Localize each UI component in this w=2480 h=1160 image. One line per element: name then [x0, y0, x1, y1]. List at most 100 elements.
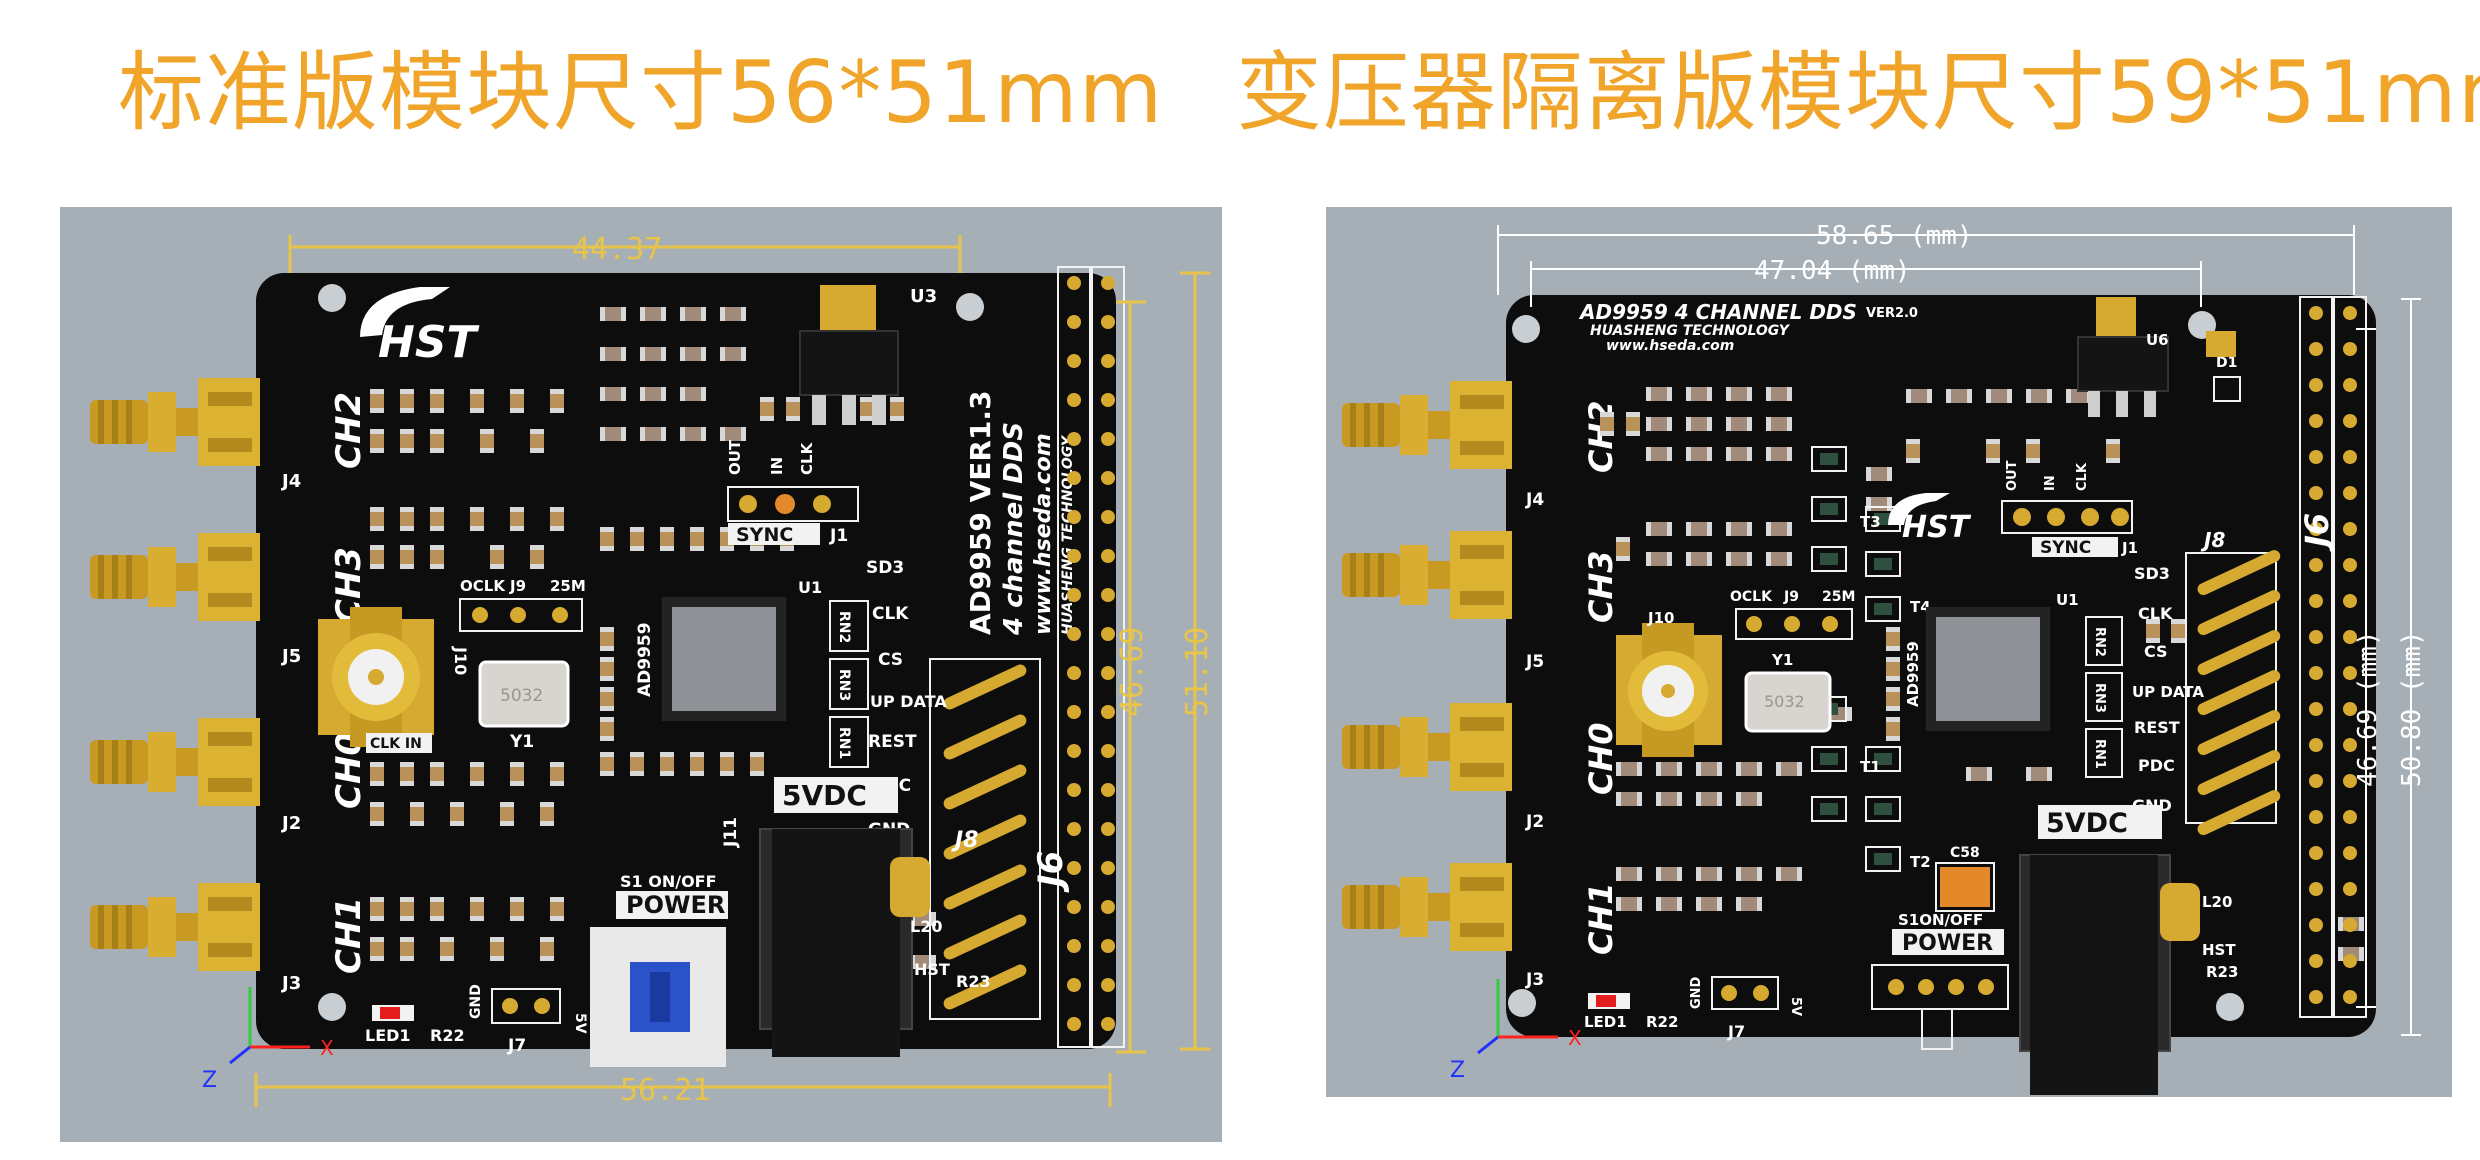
led1-indicator: LED1 R22: [1584, 993, 1678, 1031]
dim-outer-height: 51.10: [1180, 627, 1215, 717]
svg-text:GND: GND: [468, 984, 484, 1019]
svg-text:HST: HST: [914, 960, 950, 979]
dim-top-inner: 47.04 (mm): [1754, 256, 1911, 286]
power-switch-s1: S1 ON/OFF POWER: [590, 872, 728, 1067]
header-pin: [2309, 990, 2323, 1004]
header-pin: [2309, 414, 2323, 428]
header-pin: [2343, 486, 2357, 500]
sma-connector-ch3: [1342, 531, 1512, 619]
header-pin: [1067, 588, 1081, 602]
hst-logo: HST: [1888, 493, 1972, 545]
header-pin: [2343, 450, 2357, 464]
oclk-header-j9: OCLK J9 25M: [1730, 589, 1855, 640]
sma-connector-ch3: [90, 533, 260, 621]
dim-bottom-width: 56.21: [620, 1073, 710, 1108]
svg-text:J9: J9: [1783, 589, 1799, 605]
svg-text:4 channel DDS: 4 channel DDS: [999, 422, 1029, 636]
header-pin: [2309, 738, 2323, 752]
svg-text:POWER: POWER: [626, 891, 725, 919]
board-silkscreen-text: AD9959 VER1.3 4 channel DDS www.hseda.co…: [964, 390, 1076, 636]
resistor-networks: RN2 RN3 RN1: [829, 600, 869, 768]
header-pin: [2309, 954, 2323, 968]
j6-header: [1057, 266, 1125, 1048]
header-pin: [2343, 990, 2357, 1004]
header-pin: [1067, 978, 1081, 992]
svg-text:J11: J11: [721, 817, 741, 848]
dimension-lines: [1497, 225, 2421, 1036]
standard-board-render: HST CH2 CH3 CH0 CH1 J4 J5 J2 J3 U3: [60, 207, 1222, 1142]
svg-text:J8: J8: [2200, 528, 2225, 552]
svg-text:AD9959 VER1.3: AD9959 VER1.3: [964, 390, 997, 635]
svg-text:25M: 25M: [1822, 589, 1855, 605]
svg-text:LED1: LED1: [365, 1026, 411, 1045]
svg-text:SD3: SD3: [866, 558, 904, 578]
dim-top-outer: 58.65 (mm): [1816, 221, 1973, 251]
svg-text:UP DATA: UP DATA: [2132, 683, 2204, 701]
header-pin: [1101, 276, 1115, 290]
svg-text:CS: CS: [878, 650, 903, 670]
svg-text:J2: J2: [280, 813, 301, 834]
svg-text:Z: Z: [1450, 1058, 1465, 1083]
header-pin: [2309, 702, 2323, 716]
header-frame: [1057, 266, 1091, 1048]
header-pin: [1067, 939, 1081, 953]
dc-jack-j11: 5VDC: [2019, 805, 2200, 1095]
svg-text:SD3: SD3: [2134, 564, 2170, 583]
header-pin: [2343, 846, 2357, 860]
header-pin: [2309, 450, 2323, 464]
header-pin: [1101, 822, 1115, 836]
svg-text:5V: 5V: [572, 1013, 588, 1034]
svg-text:R22: R22: [1646, 1013, 1678, 1031]
svg-text:www.hseda.com: www.hseda.com: [1031, 433, 1056, 635]
header-frame: [1091, 266, 1125, 1048]
header-pin: [2309, 846, 2323, 860]
isolated-board-render: AD9959 4 CHANNEL DDS VER2.0 HUASHENG TEC…: [1326, 207, 2452, 1097]
ad9959-chip: AD9959 U1: [1904, 591, 2079, 731]
svg-text:Z: Z: [202, 1068, 217, 1093]
dim-inner-height: 46.69: [1115, 627, 1150, 717]
header-pin: [2343, 666, 2357, 680]
header-pin: [2309, 810, 2323, 824]
crystal-y1: 5032 Y1: [1744, 651, 1832, 733]
svg-text:25M: 25M: [550, 577, 586, 595]
svg-text:OUT: OUT: [2005, 460, 2020, 491]
sma-connector-ch0: [1342, 703, 1512, 791]
sync-header-j1: SYNC J1 OUT IN CLK: [2001, 460, 2138, 558]
label-j6: J6: [1031, 851, 1071, 893]
clk-in-sma-j10: J10: [1616, 609, 1722, 757]
header-pin: [1067, 549, 1081, 563]
svg-text:POWER: POWER: [1902, 931, 1993, 956]
header-pin: [2343, 414, 2357, 428]
svg-text:R23: R23: [956, 972, 991, 991]
header-pin: [2309, 522, 2323, 536]
dim-outer-height: 50.80 (mm): [2397, 630, 2427, 787]
sync-header-j1: SYNC J1 OUT IN CLK: [726, 439, 859, 546]
svg-text:5VDC: 5VDC: [2046, 808, 2128, 839]
header-pin: [2343, 558, 2357, 572]
svg-text:RN1: RN1: [836, 727, 852, 759]
svg-text:UP DATA: UP DATA: [870, 692, 947, 711]
header-pin: [1101, 315, 1115, 329]
svg-text:R23: R23: [2206, 963, 2238, 981]
dim-top-width: 44.37: [572, 232, 662, 267]
header-pin: [1067, 510, 1081, 524]
svg-text:OUT: OUT: [726, 439, 744, 475]
header-pin: [2343, 306, 2357, 320]
header-pin: [2343, 378, 2357, 392]
svg-text:J1: J1: [829, 526, 848, 546]
svg-text:AD9959: AD9959: [1904, 641, 1922, 707]
svg-text:U6: U6: [2146, 331, 2169, 349]
header-pin: [2343, 918, 2357, 932]
header-pin: [1067, 432, 1081, 446]
label-ch2: CH2: [1582, 400, 1620, 473]
label-ch3: CH3: [1582, 550, 1620, 623]
header-pin: [2343, 954, 2357, 968]
svg-text:L20: L20: [910, 917, 942, 936]
svg-text:RN2: RN2: [836, 611, 852, 643]
j6-header: [2299, 296, 2367, 1018]
header-pin: [1101, 627, 1115, 641]
svg-text:T2: T2: [1910, 853, 1931, 871]
svg-text:OCLK: OCLK: [460, 577, 506, 595]
dim-inner-height: 46.69 (mm): [2353, 630, 2383, 787]
svg-text:IN: IN: [2043, 475, 2058, 491]
